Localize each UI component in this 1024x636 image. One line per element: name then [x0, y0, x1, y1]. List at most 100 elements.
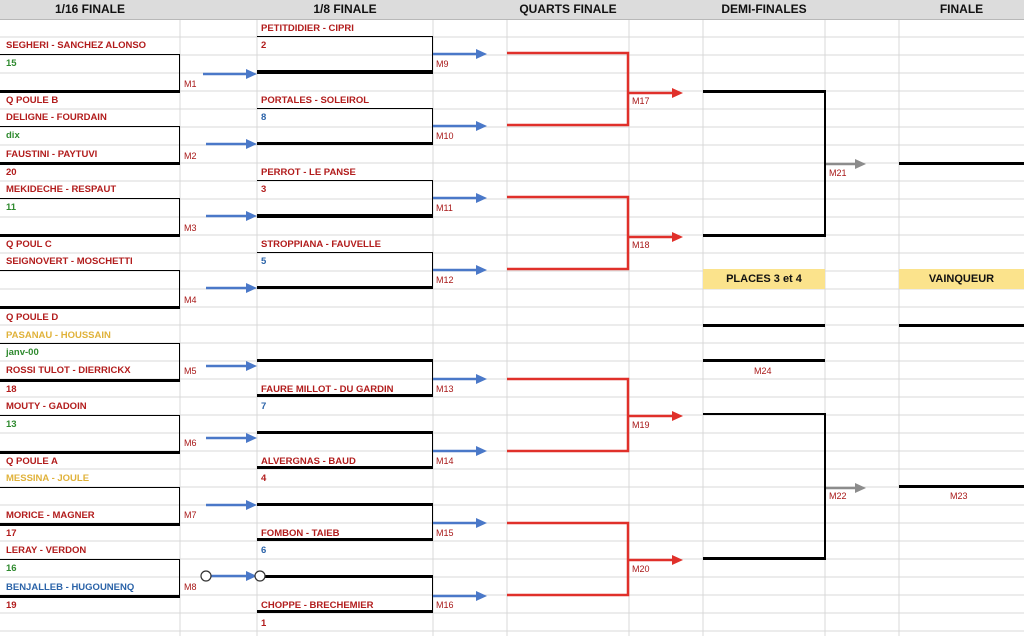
bracket-line-top	[0, 54, 180, 55]
qf-bracket	[507, 521, 630, 597]
sf-line	[703, 413, 825, 415]
r32-team[interactable]: MEKIDECHE - RESPAUT	[6, 184, 117, 195]
header-final: FINALE	[899, 0, 1024, 20]
r32-score[interactable]: dix	[6, 130, 20, 141]
bracket-line-top	[0, 559, 180, 560]
advance-arrow-head	[246, 69, 257, 79]
bracket-line-side	[432, 36, 433, 72]
match-label: M20	[632, 564, 650, 574]
advance-arrow-head	[246, 361, 257, 371]
r32-score[interactable]: 20	[6, 167, 17, 178]
r32-team[interactable]: Q POUL C	[6, 239, 52, 250]
header-qf: QUARTS FINALE	[507, 0, 629, 20]
r32-team[interactable]: PASANAU - HOUSSAIN	[6, 330, 111, 341]
r32-score[interactable]: 13	[6, 419, 17, 430]
bracket-line-bottom	[0, 379, 180, 382]
match-label: M9	[436, 59, 449, 69]
r16-score[interactable]: 2	[261, 40, 267, 51]
qf-bracket-arrow-head	[672, 411, 683, 421]
bracket-line-slot	[257, 575, 433, 578]
sf-side	[824, 413, 826, 560]
r32-team[interactable]: Q POULE D	[6, 312, 59, 323]
r16-score[interactable]: 5	[261, 256, 267, 267]
r32-team[interactable]: LERAY - VERDON	[6, 545, 87, 556]
r32-team[interactable]: Q POULE B	[6, 95, 59, 106]
match-label: M1	[184, 79, 197, 89]
bracket-line-side	[432, 108, 433, 144]
r16-team[interactable]: STROPPIANA - FAUVELLE	[261, 239, 381, 250]
bracket-line-bottom	[257, 610, 433, 613]
r32-team[interactable]: ROSSI TULOT - DIERRICKX	[6, 365, 131, 376]
sf-side	[824, 90, 826, 237]
match-label: M16	[436, 600, 454, 610]
r32-score[interactable]: 19	[6, 600, 17, 611]
bracket-line-top	[0, 415, 180, 416]
match-label: M12	[436, 275, 454, 285]
sf-line	[703, 234, 825, 237]
connector-handle[interactable]	[254, 570, 266, 582]
r32-team[interactable]: MOUTY - GADOIN	[6, 401, 87, 412]
r32-score[interactable]: 17	[6, 528, 17, 539]
r32-score[interactable]: janv-00	[6, 347, 39, 358]
advance-arrow-head	[246, 211, 257, 221]
r16-score[interactable]: 8	[261, 112, 267, 123]
qf-bracket-arrow-head	[672, 232, 683, 242]
r32-team[interactable]: Q POULE A	[6, 456, 58, 467]
r16-score[interactable]: 1	[261, 618, 267, 629]
advance-arrow-head	[476, 591, 487, 601]
r32-team[interactable]: FAUSTINI - PAYTUVI	[6, 149, 98, 160]
bracket-line-slot	[257, 431, 433, 434]
r32-score[interactable]: 15	[6, 58, 17, 69]
r16-team[interactable]: FOMBON - TAIEB	[261, 528, 340, 539]
r16-score[interactable]: 3	[261, 184, 267, 195]
bracket-line-side	[179, 415, 180, 453]
r32-team[interactable]: MESSINA - JOULE	[6, 473, 90, 484]
places-line	[703, 359, 825, 362]
r32-team[interactable]: SEGHERI - SANCHEZ ALONSO	[6, 40, 147, 51]
advance-arrow-head	[246, 139, 257, 149]
bracket-line-bottom	[0, 306, 180, 309]
match-label: M8	[184, 582, 197, 592]
connector-handle[interactable]	[200, 570, 212, 582]
sf-arrow-head	[855, 483, 866, 493]
r16-score[interactable]: 4	[261, 473, 267, 484]
r16-team[interactable]: FAURE MILLOT - DU GARDIN	[261, 384, 394, 395]
places-3-4-box[interactable]: PLACES 3 et 4	[703, 269, 825, 289]
final-line	[899, 485, 1024, 488]
r16-team[interactable]: ALVERGNAS - BAUD	[261, 456, 356, 467]
match-label: M7	[184, 510, 197, 520]
r16-score[interactable]: 7	[261, 401, 267, 412]
qf-bracket	[507, 51, 630, 127]
r32-team[interactable]: MORICE - MAGNER	[6, 510, 95, 521]
match-label: M13	[436, 384, 454, 394]
r16-team[interactable]: CHOPPE - BRECHEMIER	[261, 600, 374, 611]
bracket-line-side	[179, 54, 180, 92]
r32-team[interactable]: SEIGNOVERT - MOSCHETTI	[6, 256, 133, 267]
match-label: M4	[184, 295, 197, 305]
bracket-line-side	[432, 432, 433, 468]
final-line	[899, 324, 1024, 327]
bracket-line-side	[432, 252, 433, 288]
r16-score[interactable]: 6	[261, 545, 267, 556]
bracket-line-bottom	[0, 595, 180, 598]
advance-arrow-head	[476, 446, 487, 456]
r32-team[interactable]: DELIGNE - FOURDAIN	[6, 112, 107, 123]
sf-line	[703, 557, 825, 560]
bracket-line-top	[257, 180, 433, 181]
match-label: M18	[632, 240, 650, 250]
winner-box[interactable]: VAINQUEUR	[899, 269, 1024, 289]
advance-arrow-head	[476, 121, 487, 131]
r32-team[interactable]: BENJALLEB - HUGOUNENQ	[6, 582, 135, 593]
match-label: M22	[829, 491, 847, 501]
r32-score[interactable]: 16	[6, 563, 17, 574]
bracket-line-bottom	[0, 523, 180, 526]
r32-score[interactable]: 18	[6, 384, 17, 395]
r16-team[interactable]: PORTALES - SOLEIROL	[261, 95, 370, 106]
advance-arrow-head	[476, 374, 487, 384]
r16-team[interactable]: PETITDIDIER - CIPRI	[261, 23, 354, 34]
r32-score[interactable]: 11	[6, 202, 17, 213]
advance-arrow-head	[246, 500, 257, 510]
bracket-line-side	[432, 180, 433, 216]
r16-team[interactable]: PERROT - LE PANSE	[261, 167, 356, 178]
